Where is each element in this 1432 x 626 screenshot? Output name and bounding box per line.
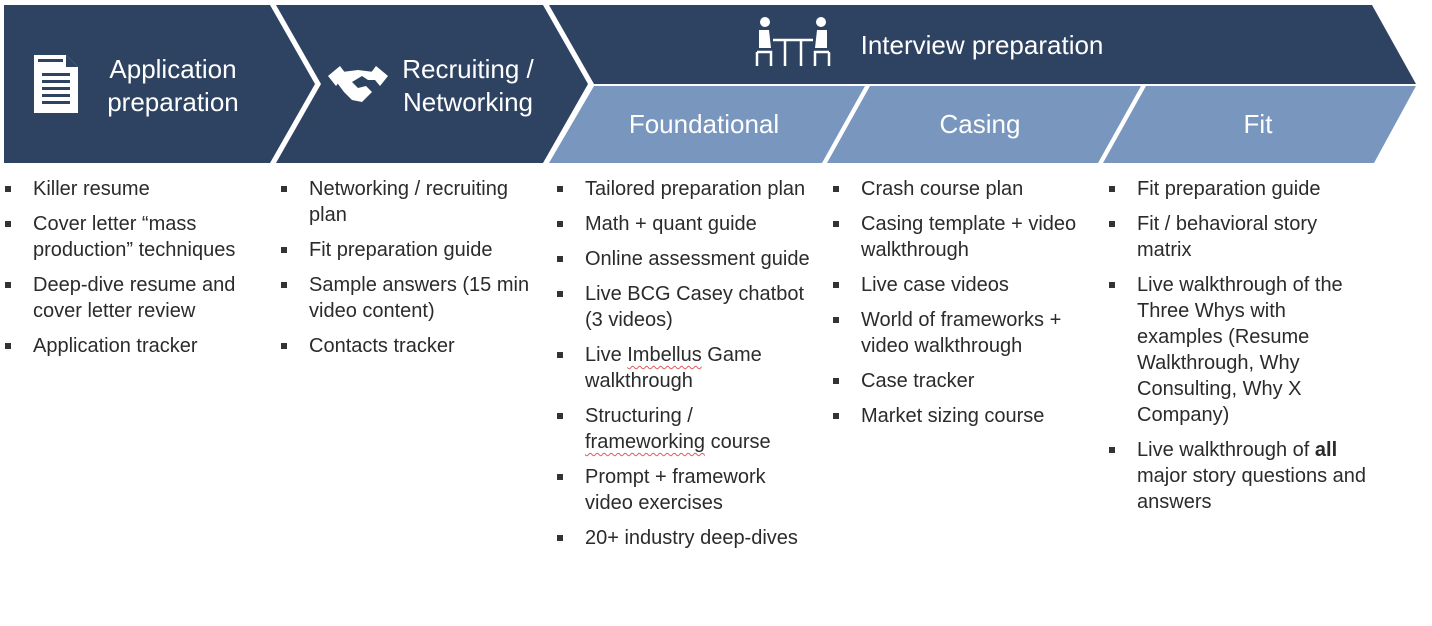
list-item: Live BCG Casey chatbot (3 videos) (552, 281, 818, 333)
list-item: Contacts tracker (276, 333, 538, 359)
substage-label-fit: Fit (1243, 109, 1273, 139)
stage-label-application: Application preparation (107, 54, 239, 117)
stage-chevron-recruiting (276, 5, 588, 163)
list-item: Deep-dive resume and cover letter review (0, 272, 262, 324)
column-application: Killer resume Cover letter “mass product… (0, 176, 262, 368)
column-casing: Crash course plan Casing template + vide… (828, 176, 1090, 438)
substage-chevron-casing (827, 86, 1141, 163)
list-item: Structuring / frameworking course (552, 403, 818, 455)
list-item: Fit preparation guide (1104, 176, 1374, 202)
list-item: Live walkthrough of the Three Whys with … (1104, 272, 1374, 428)
stage-label-interview: Interview preparation (860, 30, 1104, 60)
substage-label-foundational: Foundational (628, 109, 780, 139)
list-item: Live case videos (828, 272, 1090, 298)
list-item: Fit preparation guide (276, 237, 538, 263)
column-fit: Fit preparation guide Fit / behavioral s… (1104, 176, 1374, 524)
interview-table-icon (755, 17, 831, 66)
column-foundational: Tailored preparation plan Math + quant g… (552, 176, 818, 560)
list-item: Live walkthrough of all major story ques… (1104, 437, 1374, 515)
list-item: 20+ industry deep-dives (552, 525, 818, 551)
list-item: Live Imbellus Game walkthrough (552, 342, 818, 394)
document-icon (34, 55, 78, 113)
stage-label-recruiting: Recruiting / Networking (402, 54, 534, 117)
stage-chevron-application (4, 5, 315, 163)
substage-label-casing: Casing (939, 109, 1021, 139)
list-item: Case tracker (828, 368, 1090, 394)
column-recruiting: Networking / recruiting plan Fit prepara… (276, 176, 538, 368)
list-item: Math + quant guide (552, 211, 818, 237)
handshake-icon (328, 66, 388, 102)
list-item: Casing template + video walkthrough (828, 211, 1090, 263)
process-chevrons (4, 5, 1416, 163)
substage-chevron-foundational (549, 86, 865, 163)
list-item: Killer resume (0, 176, 262, 202)
list-item: Prompt + framework video exercises (552, 464, 818, 516)
list-item: Market sizing course (828, 403, 1090, 429)
list-item: Cover letter “mass production” technique… (0, 211, 262, 263)
list-item: Crash course plan (828, 176, 1090, 202)
interview-left-edge (549, 84, 594, 163)
list-item: Tailored preparation plan (552, 176, 818, 202)
list-item: Fit / behavioral story matrix (1104, 211, 1374, 263)
substage-chevron-fit (1103, 86, 1416, 163)
list-item: Networking / recruiting plan (276, 176, 538, 228)
list-item: Application tracker (0, 333, 262, 359)
list-item: Sample answers (15 min video content) (276, 272, 538, 324)
list-item: Online assessment guide (552, 246, 818, 272)
list-item: World of frameworks + video walkthrough (828, 307, 1090, 359)
